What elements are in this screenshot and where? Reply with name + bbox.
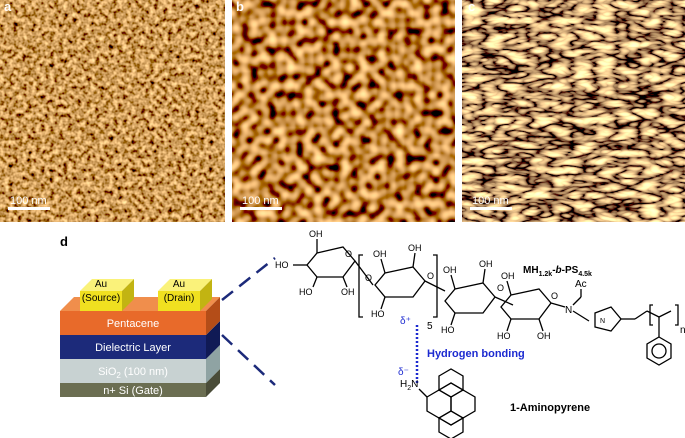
panel-label-d: d [60, 234, 68, 249]
scale-bar-line [240, 207, 282, 210]
sio2-side [206, 345, 220, 383]
gate-layer [60, 383, 206, 397]
o-label: O [365, 273, 372, 283]
afm-panel-b: b 100 nm [232, 0, 455, 222]
ho-label: HO [441, 325, 455, 335]
o-label: O [427, 271, 434, 281]
o-label: O [497, 283, 504, 293]
drain-electrode [158, 291, 200, 311]
otft-device-diagram: Au (Source) Au (Drain) Pentacene Dielect… [60, 279, 220, 397]
sugar-ring-2 [374, 266, 426, 298]
oh-label: OH [408, 243, 422, 253]
drain-label: (Drain) [164, 293, 195, 304]
sugar-ring-4 [500, 288, 552, 320]
scale-bar-text: 100 nm [472, 195, 509, 207]
scale-bar-line [8, 207, 50, 210]
oh-label: OH [341, 287, 355, 297]
ps-repeat-n: n [680, 325, 685, 336]
zoom-line-bottom [221, 334, 276, 386]
n-label: N [565, 305, 572, 316]
pentacene-layer [60, 311, 206, 335]
source-metal-label: Au [95, 279, 107, 290]
afm-panel-c: c 100 nm [462, 0, 685, 222]
oh-label: OH [443, 265, 457, 275]
oh-label: OH [501, 271, 515, 281]
sugar-ring-3 [444, 282, 496, 314]
delta-minus-label: δ⁻ [398, 367, 409, 378]
drain-electrode-top [158, 279, 212, 291]
source-electrode-side [122, 279, 134, 311]
afm-image-b [232, 0, 455, 222]
oh-label: OH [537, 331, 551, 341]
afm-image-c [462, 0, 685, 222]
chemical-structure: OH HO HO OH O OH OH O HO O OH OH HO O OH… [275, 229, 685, 438]
pentacene-side [206, 297, 220, 335]
ac-label: Ac [575, 279, 587, 290]
oh-label: OH [373, 249, 387, 259]
dielectric-layer [60, 335, 206, 359]
pyrene-rings [426, 368, 476, 438]
drain-metal-label: Au [173, 279, 185, 290]
afm-image-a [0, 0, 225, 222]
gate-side [206, 369, 220, 397]
triazole-n-label: N [600, 318, 605, 325]
ho-label: HO [299, 287, 313, 297]
zoom-line-top [221, 257, 276, 301]
scale-bar-line [470, 207, 512, 210]
dielectric-label: Dielectric Layer [95, 342, 171, 354]
scale-bar-text: 100 nm [10, 195, 47, 207]
source-electrode [80, 291, 122, 311]
drain-electrode-side [200, 279, 212, 311]
hydrogen-bonding-label: Hydrogen bonding [427, 348, 525, 360]
o-label: O [345, 249, 352, 259]
oh-label: OH [309, 229, 323, 239]
sio2-layer [60, 359, 206, 383]
source-label: (Source) [82, 293, 120, 304]
polymer-name: MH1.2k-b-PS4.5k [523, 265, 592, 278]
amine-label: H2N [400, 379, 418, 392]
panel-label-b: b [236, 0, 244, 14]
delta-plus-label: δ⁺ [400, 316, 411, 327]
scale-bar-text: 100 nm [242, 195, 279, 207]
pentacene-label: Pentacene [107, 318, 160, 330]
afm-panel-a: a 100 nm [0, 0, 225, 222]
phenyl-ring [646, 336, 672, 366]
oh-label: OH [479, 259, 493, 269]
ho-label: HO [275, 260, 289, 270]
dielectric-side [206, 321, 220, 359]
panel-label-a: a [4, 0, 12, 14]
sio2-label: SiO2 (100 nm) [98, 366, 168, 380]
ho-label: HO [371, 309, 385, 319]
panel-label-c: c [468, 0, 476, 14]
aminopyrene-label: 1-Aminopyrene [510, 402, 590, 414]
gate-label: n+ Si (Gate) [103, 385, 163, 397]
o-label: O [551, 291, 558, 301]
triazole-ring [594, 306, 622, 332]
ho-label: HO [497, 331, 511, 341]
source-electrode-top [80, 279, 134, 291]
repeat-count: 5 [427, 321, 433, 332]
